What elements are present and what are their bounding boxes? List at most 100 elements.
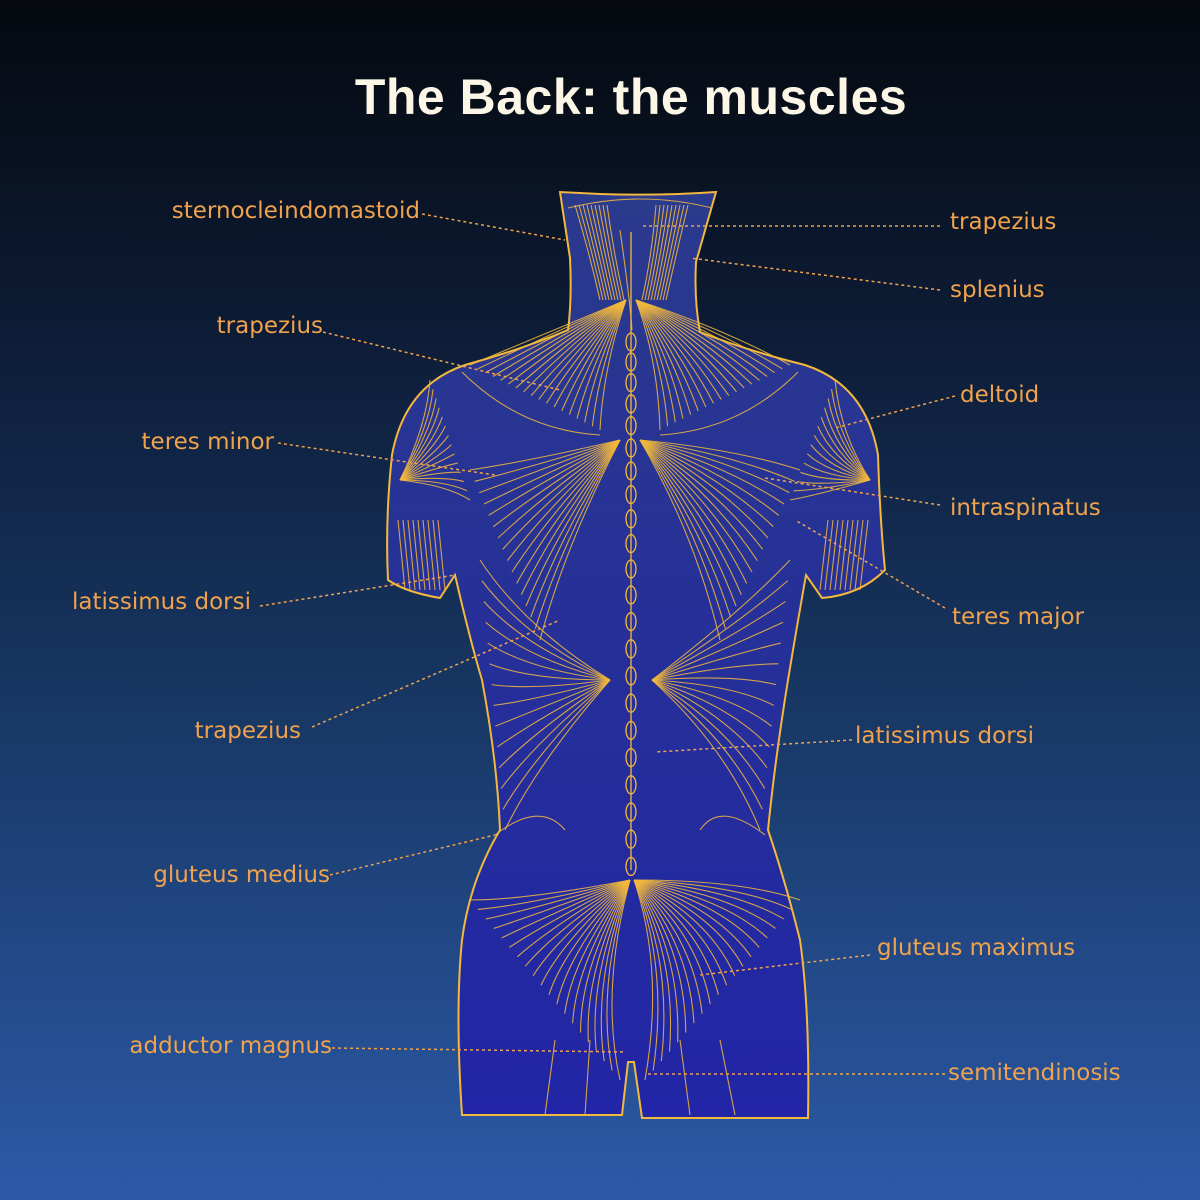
latissimus-fiber xyxy=(651,679,761,831)
vertebra xyxy=(625,461,637,481)
label-gluteus-maximus: gluteus maximus xyxy=(877,935,1076,961)
neck-fiber xyxy=(602,204,622,301)
deltoid-fiber xyxy=(399,462,458,481)
gluteus-fiber xyxy=(633,879,695,1024)
deltoid-fiber xyxy=(806,453,871,481)
vertebra xyxy=(625,802,637,822)
vertebra xyxy=(625,585,637,605)
label-latissimus-dorsi-right: latissimus dorsi xyxy=(855,723,1035,749)
latissimus-fiber xyxy=(504,679,611,831)
label-trapezius-lower-left: trapezius xyxy=(194,718,301,744)
deltoid-fiber xyxy=(800,471,871,481)
trapezius-fiber xyxy=(635,299,715,404)
vertebra xyxy=(625,856,637,877)
back-fiber xyxy=(639,439,737,607)
deltoid-fiber xyxy=(830,389,871,481)
vertebra xyxy=(625,720,637,741)
latissimus-fiber xyxy=(651,642,781,681)
spine xyxy=(625,232,637,877)
latissimus-fiber xyxy=(479,559,611,681)
back-fiber xyxy=(639,439,780,516)
back-fiber xyxy=(639,439,753,573)
deltoid-fiber xyxy=(796,479,871,484)
trapezius-fiber xyxy=(635,299,692,415)
deltoid-fiber xyxy=(789,479,871,501)
latissimus-fiber xyxy=(651,621,784,681)
arm-fiber xyxy=(849,519,859,591)
vertebra xyxy=(625,693,637,713)
back-fiber xyxy=(492,439,621,528)
latissimus-fiber xyxy=(651,580,789,681)
trapezius-fiber xyxy=(507,299,627,385)
deltoid-fiber xyxy=(399,479,468,492)
neck-fiber xyxy=(656,204,677,301)
back-fiber xyxy=(479,439,621,494)
neck-fiber xyxy=(582,204,607,301)
leader-line xyxy=(699,954,871,976)
gluteus-fiber xyxy=(516,879,631,958)
leg-fiber xyxy=(544,1039,556,1116)
gluteus-fiber xyxy=(606,879,631,1071)
latissimus-fiber xyxy=(495,679,611,727)
arm-fiber xyxy=(407,519,416,591)
trapezius-fiber xyxy=(469,299,627,366)
back-fiber xyxy=(639,439,801,471)
label-adductor-magnus: adductor magnus xyxy=(129,1033,332,1059)
latissimus-fiber xyxy=(651,601,786,681)
vertebra xyxy=(625,509,637,529)
neck-fiber xyxy=(665,204,689,301)
trapezius-fiber xyxy=(635,299,753,385)
gluteus-fiber xyxy=(572,879,631,1024)
trapezius-fiber xyxy=(635,299,730,396)
leader-line xyxy=(259,574,456,607)
latissimus-fiber xyxy=(483,601,611,681)
label-semitendinosis: semitendinosis xyxy=(948,1060,1121,1086)
arm-fiber xyxy=(839,519,849,591)
gluteus-fiber xyxy=(633,879,672,1052)
back-fiber xyxy=(639,439,748,584)
trapezius-fiber xyxy=(553,299,627,408)
gluteus-fiber xyxy=(633,879,784,920)
arm-fiber xyxy=(397,519,406,591)
trapezius-fiber xyxy=(500,299,627,381)
gluteus-fiber xyxy=(587,879,631,1043)
neck-fiber xyxy=(659,204,681,301)
leader-line xyxy=(329,834,496,876)
deltoid-fiber xyxy=(399,389,434,481)
trapezius-fiber xyxy=(635,299,768,377)
deltoid-fiber xyxy=(803,462,871,481)
trapezius-fiber xyxy=(568,299,627,415)
neck-fiber xyxy=(644,204,661,301)
trapezius-fiber xyxy=(599,299,627,431)
back-fiber xyxy=(469,439,621,471)
arm-fiber xyxy=(417,519,426,591)
muscle-fibers xyxy=(397,198,871,1116)
gluteus-fiber xyxy=(633,879,801,901)
vertebra xyxy=(625,352,637,372)
arm-fiber xyxy=(834,519,844,591)
gluteus-medius-edge xyxy=(699,815,766,836)
gluteus-fiber xyxy=(633,879,703,1014)
trapezius-fiber xyxy=(635,299,745,389)
vertebra xyxy=(625,559,637,579)
leader-line xyxy=(689,257,941,291)
trapezius-fiber xyxy=(492,299,627,377)
trapezius-fiber xyxy=(635,299,760,381)
latissimus-fiber xyxy=(651,679,775,706)
arm-fiber xyxy=(829,519,839,591)
gluteus-fiber xyxy=(477,879,631,911)
body-silhouette xyxy=(386,190,887,1119)
back-fiber xyxy=(520,439,621,595)
leg-fiber xyxy=(719,1039,736,1116)
back-fiber xyxy=(639,439,742,595)
trapezius-fiber xyxy=(635,299,783,370)
gluteus-medius-edge xyxy=(494,815,566,836)
deltoid-fiber xyxy=(399,479,471,501)
trapezius-fiber xyxy=(635,299,661,431)
neck-fiber xyxy=(650,204,669,301)
arm-fiber xyxy=(422,519,431,591)
arm-fiber xyxy=(819,519,829,591)
trapezius-fiber xyxy=(635,299,737,393)
back-fiber xyxy=(639,439,795,482)
